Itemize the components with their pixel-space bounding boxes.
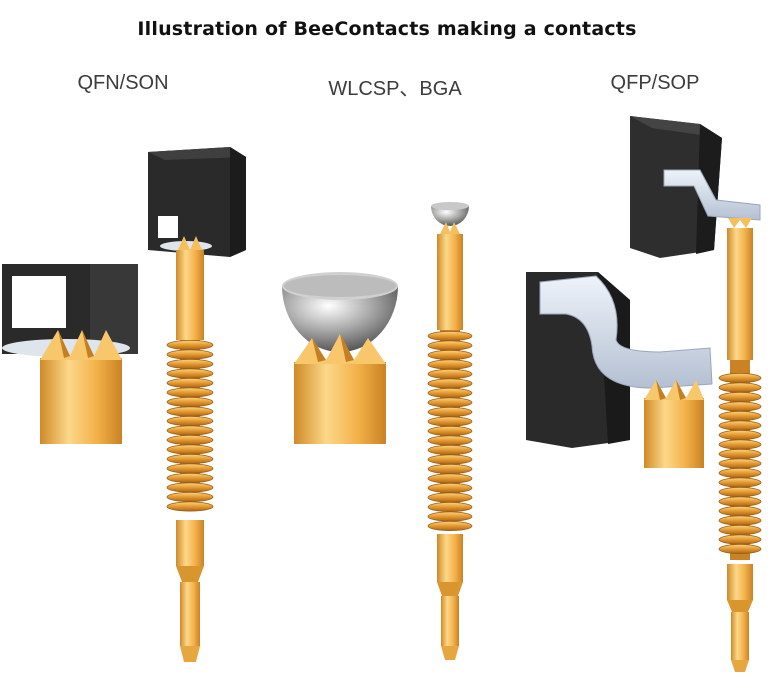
spring-coil: [718, 382, 762, 393]
spring-coil: [718, 391, 762, 402]
spring-coil: [718, 372, 762, 383]
spring-coil: [427, 378, 473, 389]
spring-coil: [166, 349, 214, 360]
spring-coil: [166, 387, 214, 398]
spring-coil: [427, 416, 473, 427]
spring-coil: [427, 387, 473, 398]
qfp-sop-contact-icon: [526, 116, 762, 672]
spring-coil: [427, 463, 473, 474]
spring-coil: [427, 368, 473, 379]
spring-coil: [166, 472, 214, 483]
spring-coil: [718, 410, 762, 421]
spring-coil: [166, 425, 214, 436]
spring-coil: [166, 434, 214, 445]
qfn-spring: [166, 339, 214, 512]
bga-solder-ball: [431, 202, 469, 226]
page-title: Illustration of BeeContacts making a con…: [137, 18, 637, 40]
spring-coil: [718, 496, 762, 507]
bga-zoom-inset: [282, 272, 398, 444]
spring-coil: [427, 492, 473, 503]
spring-coil: [427, 454, 473, 465]
qfp-zoom-inset: [526, 272, 713, 468]
bga-probe: [427, 222, 473, 660]
qfn-probe: [166, 236, 214, 662]
spring-coil: [427, 359, 473, 370]
spring-coil: [718, 401, 762, 412]
spring-coil: [718, 429, 762, 440]
spring-coil: [718, 458, 762, 469]
spring-coil: [427, 397, 473, 408]
spring-coil: [718, 448, 762, 459]
spring-coil: [718, 525, 762, 536]
spring-coil: [166, 444, 214, 455]
qfp-spring: [718, 372, 762, 555]
spring-coil: [427, 482, 473, 493]
spring-coil: [166, 501, 214, 512]
spring-coil: [427, 406, 473, 417]
bga-spring: [427, 330, 473, 532]
qfp-probe: [718, 228, 762, 672]
spring-coil: [427, 473, 473, 484]
label-qfp-sop: QFP/SOP: [610, 72, 700, 94]
spring-coil: [166, 339, 214, 350]
spring-coil: [166, 463, 214, 474]
spring-coil: [427, 425, 473, 436]
spring-coil: [166, 358, 214, 369]
spring-coil: [718, 544, 762, 555]
spring-coil: [718, 515, 762, 526]
spring-coil: [427, 340, 473, 351]
spring-coil: [166, 406, 214, 417]
qfp-package: [630, 116, 761, 258]
spring-coil: [718, 439, 762, 450]
qfn-son-contact-icon: [2, 147, 246, 662]
qfn-zoom-inset: [2, 264, 138, 444]
spring-coil: [427, 521, 473, 532]
spring-coil: [166, 415, 214, 426]
spring-coil: [166, 453, 214, 464]
spring-coil: [166, 491, 214, 502]
spring-coil: [718, 477, 762, 488]
spring-coil: [427, 501, 473, 512]
spring-coil: [427, 330, 473, 341]
spring-coil: [166, 396, 214, 407]
spring-coil: [427, 444, 473, 455]
label-wlcsp-bga: WLCSP、BGA: [328, 78, 462, 100]
spring-coil: [718, 467, 762, 478]
wlcsp-bga-contact-icon: [282, 202, 473, 660]
label-qfn-son: QFN/SON: [77, 72, 169, 94]
spring-coil: [427, 511, 473, 522]
spring-coil: [166, 377, 214, 388]
spring-coil: [166, 482, 214, 493]
spring-coil: [427, 349, 473, 360]
spring-coil: [718, 420, 762, 431]
spring-coil: [427, 435, 473, 446]
spring-coil: [718, 486, 762, 497]
spring-coil: [718, 534, 762, 545]
spring-coil: [718, 505, 762, 516]
spring-coil: [166, 368, 214, 379]
